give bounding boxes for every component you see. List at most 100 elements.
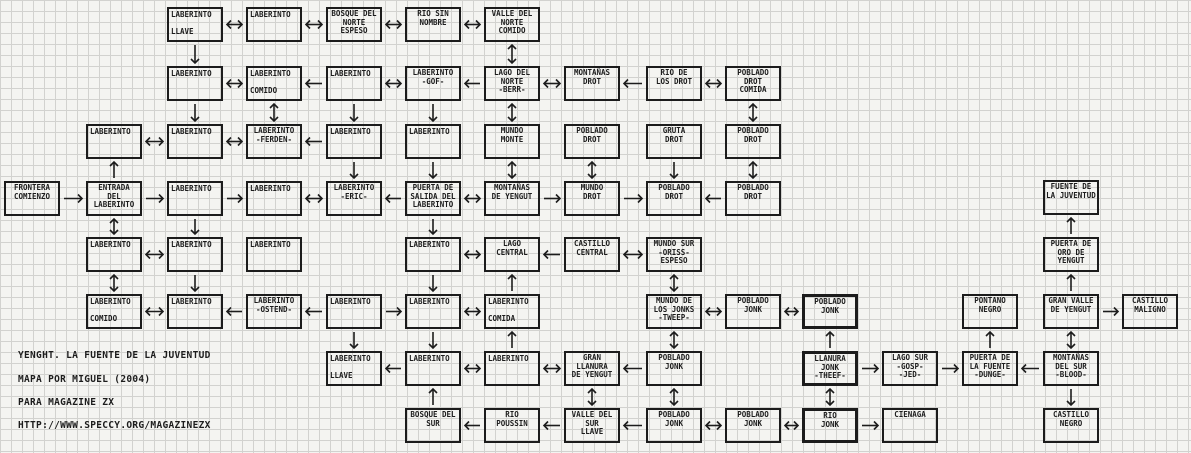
connection-arrow xyxy=(463,363,482,374)
room-name: Laberinto xyxy=(171,184,212,193)
room-box[interactable]: Laberinto xyxy=(405,351,461,386)
room-box[interactable]: Bosque del Norte Espeso xyxy=(326,7,382,42)
room-name: Gran Valle de Yengut xyxy=(1048,296,1094,314)
room-box[interactable]: Poblado Jonk xyxy=(802,294,858,329)
room-box[interactable]: Castillo Negro xyxy=(1043,408,1099,443)
room-box[interactable]: Poblado Jonk xyxy=(725,408,781,443)
map-magazine: Para Magazine ZX xyxy=(18,397,115,408)
room-box[interactable]: Montañas de Yengut xyxy=(484,181,540,216)
room-box[interactable]: Laberinto xyxy=(86,124,142,159)
room-name: Laberinto xyxy=(330,69,371,78)
connection-arrow xyxy=(109,273,119,293)
room-box[interactable]: Poblado Drot xyxy=(725,124,781,159)
room-name: Laberinto xyxy=(171,127,212,136)
room-name: Bosque del Sur xyxy=(410,410,456,428)
room-box[interactable]: Entrada del Laberinto xyxy=(86,181,142,216)
room-name: Laberinto -Ostend- xyxy=(253,296,295,314)
room-box[interactable]: Montañas del Sur -Blood- xyxy=(1043,351,1099,386)
connection-arrow xyxy=(386,306,403,317)
room-box[interactable]: Gran Valle de Yengut xyxy=(1043,294,1099,329)
room-box[interactable]: Laberinto xyxy=(484,351,540,386)
room-box[interactable]: Montañas Drot xyxy=(564,66,620,101)
room-box[interactable]: LaberintoLlave xyxy=(326,351,382,386)
room-box[interactable]: Poblado Jonk xyxy=(646,408,702,443)
room-name: Lago Central xyxy=(496,239,528,257)
room-box[interactable]: Mundo Monte xyxy=(484,124,540,159)
room-box[interactable]: LaberintoLlave xyxy=(167,7,223,42)
room-box[interactable]: Valle del Sur Llave xyxy=(564,408,620,443)
room-box[interactable]: Laberinto -Eric- xyxy=(326,181,382,216)
room-box[interactable]: Laberinto xyxy=(167,66,223,101)
room-box[interactable]: Valle del Norte Comido xyxy=(484,7,540,42)
room-box[interactable]: Laberinto xyxy=(246,181,302,216)
room-box[interactable]: Lago del Norte -Berr- xyxy=(484,66,540,101)
map-url[interactable]: http://www.speccy.org/magazinezx xyxy=(18,420,211,431)
connection-arrow xyxy=(669,330,679,350)
room-box[interactable]: LaberintoComida xyxy=(484,294,540,329)
room-box[interactable]: Laberinto -Gof- xyxy=(405,66,461,101)
room-box[interactable]: Poblado Drot Comida xyxy=(725,66,781,101)
room-box[interactable]: Laberinto xyxy=(405,124,461,159)
room-box[interactable]: Laberinto xyxy=(167,294,223,329)
room-box[interactable]: Poblado Drot xyxy=(725,181,781,216)
room-box[interactable]: Lago Central xyxy=(484,237,540,272)
room-box[interactable]: Poblado Jonk xyxy=(725,294,781,329)
room-box[interactable]: Lago Sur -Gosp- -Jed- xyxy=(882,351,938,386)
room-box[interactable]: Llanura Jonk -Theef- xyxy=(802,351,858,386)
room-box[interactable]: Poblado Drot xyxy=(646,181,702,216)
room-box[interactable]: Laberinto xyxy=(405,237,461,272)
room-name: Bosque del Norte Espeso xyxy=(331,9,377,35)
room-box[interactable]: Mundo Drot xyxy=(564,181,620,216)
room-box[interactable]: Frontera Comienzo xyxy=(4,181,60,216)
room-box[interactable]: Laberinto xyxy=(405,294,461,329)
room-box[interactable]: Cienaga xyxy=(882,408,938,443)
room-box[interactable]: Laberinto -Ostend- xyxy=(246,294,302,329)
room-name: Laberinto xyxy=(409,127,450,136)
room-name: Poblado Jonk xyxy=(658,353,690,371)
room-box[interactable]: Poblado Drot xyxy=(564,124,620,159)
room-name: Castillo Negro xyxy=(1052,410,1090,428)
room-box[interactable]: Mundo Sur -Oriss- Espeso xyxy=(646,237,702,272)
room-box[interactable]: Laberinto xyxy=(246,237,302,272)
room-box[interactable]: Castillo Central xyxy=(564,237,620,272)
connection-arrow xyxy=(144,249,165,260)
room-box[interactable]: Laberinto xyxy=(246,7,302,42)
connection-arrow xyxy=(190,104,200,123)
room-name: Laberinto xyxy=(250,184,291,193)
room-name: Rio de los Drot xyxy=(655,68,693,86)
connection-arrow xyxy=(384,19,403,30)
room-box[interactable]: Gruta Drot xyxy=(646,124,702,159)
room-box[interactable]: Laberinto -Ferden- xyxy=(246,124,302,159)
room-box[interactable]: Rio Jonk xyxy=(802,408,858,443)
room-box[interactable]: Laberinto xyxy=(167,181,223,216)
room-box[interactable]: Pontano Negro xyxy=(962,294,1018,329)
room-box[interactable]: Puerta de la Fuente -Dunge- xyxy=(962,351,1018,386)
room-box[interactable]: Mundo de los Jonks -Tweep- xyxy=(646,294,702,329)
room-box[interactable]: Laberinto xyxy=(167,237,223,272)
room-box[interactable]: Fuente de la Juventud xyxy=(1043,180,1099,215)
connection-arrow xyxy=(1020,363,1039,374)
room-box[interactable]: Puerta de Salida del Laberinto xyxy=(405,181,461,216)
room-box[interactable]: Bosque del Sur xyxy=(405,408,461,443)
room-box[interactable]: Puerta de oro de Yengut xyxy=(1043,237,1099,272)
room-box[interactable]: Laberinto xyxy=(167,124,223,159)
room-box[interactable]: LaberintoComido xyxy=(246,66,302,101)
room-box[interactable]: Laberinto xyxy=(326,294,382,329)
room-box[interactable]: Rio sin nombre xyxy=(405,7,461,42)
room-name: Poblado Jonk xyxy=(737,296,769,314)
connection-arrow xyxy=(463,420,480,431)
room-box[interactable]: Castillo Maligno xyxy=(1122,294,1178,329)
room-box[interactable]: LaberintoComido xyxy=(86,294,142,329)
connection-arrow xyxy=(463,306,482,317)
room-box[interactable]: Poblado Jonk xyxy=(646,351,702,386)
room-box[interactable]: Laberinto xyxy=(86,237,142,272)
room-box[interactable]: Rio de los Drot xyxy=(646,66,702,101)
room-box[interactable]: Gran Llanura de Yengut xyxy=(564,351,620,386)
room-item: Comido xyxy=(250,85,278,95)
room-item: Comida xyxy=(488,313,516,323)
room-box[interactable]: Rio Poussin xyxy=(484,408,540,443)
connection-arrow xyxy=(704,193,721,204)
room-box[interactable]: Laberinto xyxy=(326,124,382,159)
room-item: Llave xyxy=(330,370,353,380)
room-box[interactable]: Laberinto xyxy=(326,66,382,101)
